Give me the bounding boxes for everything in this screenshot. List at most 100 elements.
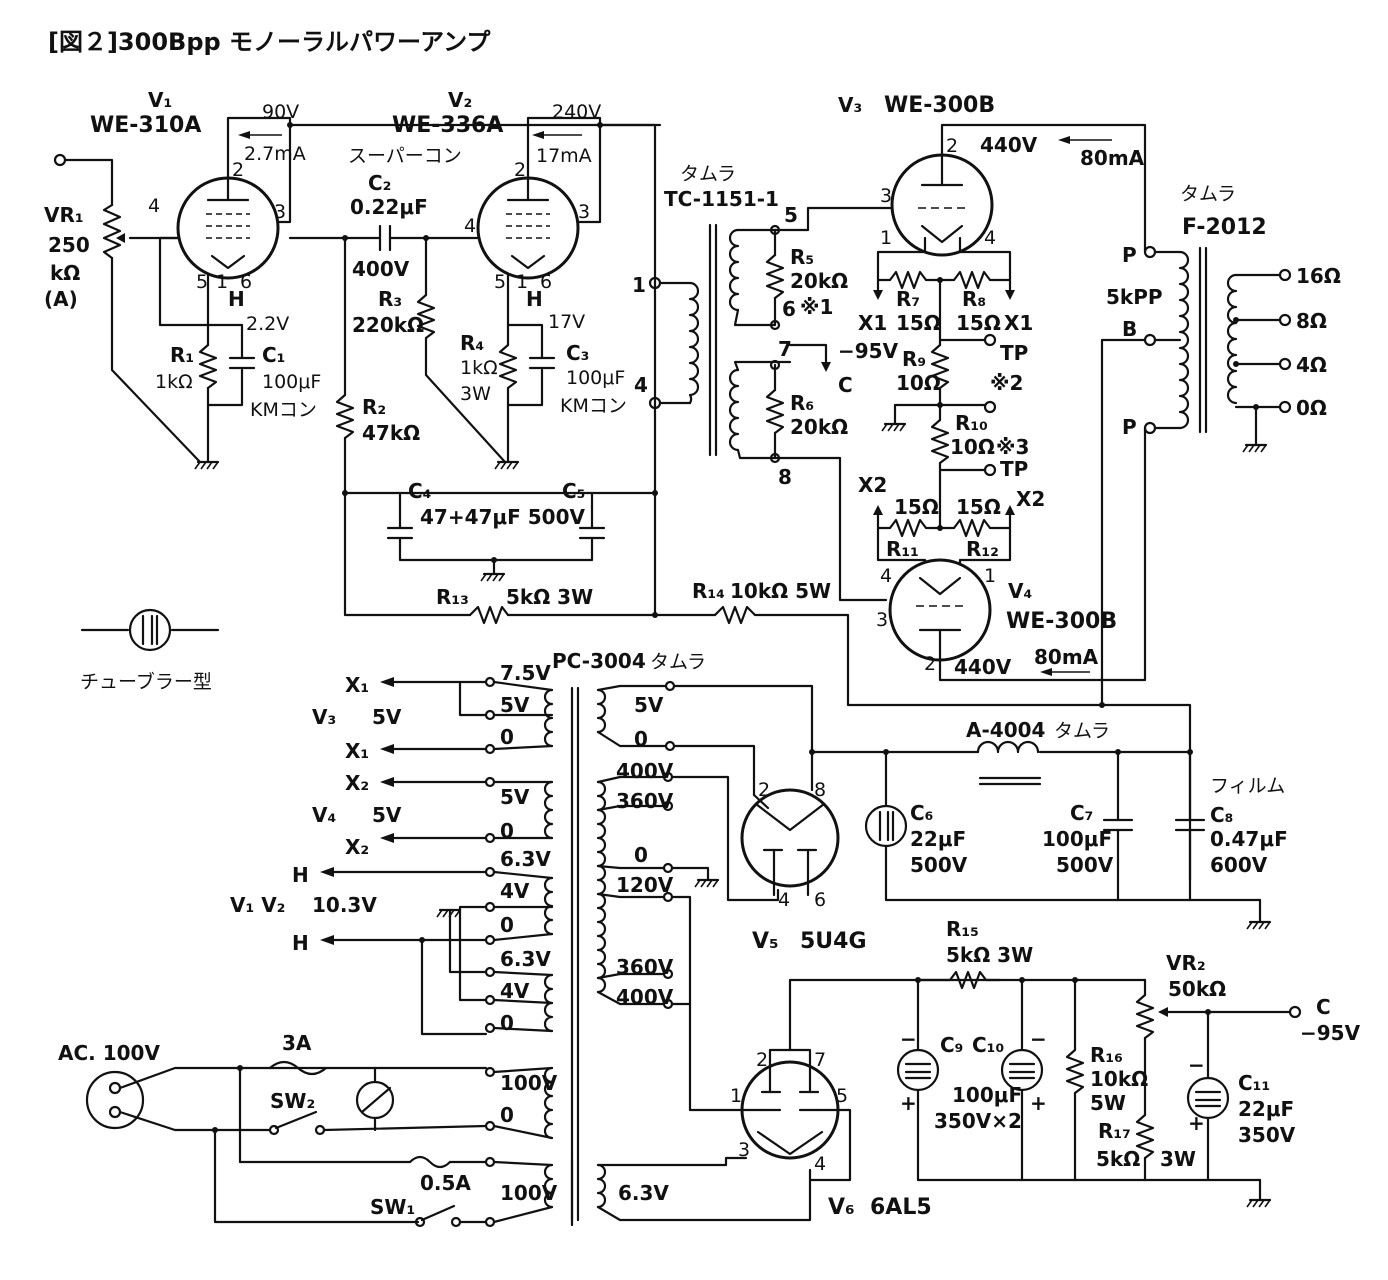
svg-text:R₇: R₇ [896,287,920,311]
svg-text:5V: 5V [634,693,664,717]
svg-text:47+47μF 500V: 47+47μF 500V [420,505,586,529]
svg-text:4: 4 [778,889,790,911]
svg-text:0.47μF: 0.47μF [1210,827,1288,851]
svg-text:−: − [1188,1053,1205,1077]
svg-text:22μF: 22μF [1238,1097,1294,1121]
svg-text:2: 2 [924,653,936,675]
svg-text:5kPP: 5kPP [1106,285,1163,309]
svg-text:X2: X2 [1016,487,1045,511]
svg-text:V₂: V₂ [448,88,472,112]
svg-text:5: 5 [494,271,506,293]
svg-text:500V: 500V [910,853,968,877]
svg-text:R₁₀: R₁₀ [955,411,988,435]
svg-text:500V: 500V [1056,853,1114,877]
svg-text:1: 1 [632,273,646,297]
svg-text:16Ω: 16Ω [1296,264,1341,288]
svg-text:X1: X1 [858,311,887,335]
svg-text:WE-300B: WE-300B [1006,609,1117,634]
svg-text:R₄: R₄ [460,331,484,355]
svg-text:600V: 600V [1210,853,1268,877]
svg-text:2: 2 [946,135,958,157]
svg-text:1kΩ: 1kΩ [155,371,193,393]
vr1-unit: kΩ [50,261,80,285]
svg-text:6: 6 [814,889,826,911]
v1-stage: V₁ WE-310A VR₁ 250 kΩ (A) 4 2 3 5 1 6 H … [44,88,662,471]
svg-text:0: 0 [500,913,514,937]
svg-text:PC-3004: PC-3004 [552,649,646,673]
svg-text:※3: ※3 [996,435,1029,459]
svg-text:5: 5 [196,271,208,293]
svg-text:TP: TP [1000,341,1028,365]
svg-text:※1: ※1 [800,295,833,319]
svg-text:X₂: X₂ [345,771,369,795]
svg-text:C₉: C₉ [940,1033,963,1057]
svg-text:6.3V: 6.3V [618,1181,669,1205]
svg-text:80mA: 80mA [1080,146,1145,170]
v1-id: V₁ [148,88,172,112]
svg-text:360V: 360V [616,955,674,979]
svg-text:R₁₇: R₁₇ [1098,1119,1131,1143]
vr1-taper: (A) [44,287,78,311]
svg-text:20kΩ: 20kΩ [790,415,848,439]
svg-text:WE-300B: WE-300B [884,93,995,118]
svg-text:R₃: R₃ [378,287,402,311]
svg-text:5: 5 [784,203,798,227]
svg-text:0.22μF: 0.22μF [350,195,428,219]
svg-text:2: 2 [232,159,244,181]
svg-text:X₁: X₁ [345,739,369,763]
svg-text:10kΩ 5W: 10kΩ 5W [730,579,831,603]
svg-text:120V: 120V [616,873,674,897]
coupling-network: スーパーコン C₂ 0.22μF 400V R₃ 220kΩ R₂ 47kΩ [288,145,507,617]
svg-text:V₃: V₃ [312,705,336,729]
svg-text:17mA: 17mA [536,145,592,167]
svg-text:1: 1 [730,1085,742,1107]
v1-current: 2.7mA [244,143,306,165]
input-terminal [53,153,67,167]
svg-text:0: 0 [500,1011,514,1035]
svg-text:0: 0 [500,1103,514,1127]
svg-text:100V: 100V [500,1181,558,1205]
svg-text:C₁₀: C₁₀ [972,1033,1004,1057]
svg-text:V₆: V₆ [828,1195,855,1220]
svg-text:+: + [1188,1111,1205,1135]
svg-text:3: 3 [880,185,892,207]
svg-text:440V: 440V [980,133,1038,157]
svg-text:6.3V: 6.3V [500,847,551,871]
svg-text:10.3V: 10.3V [312,893,377,917]
svg-text:3W: 3W [1160,1147,1196,1171]
svg-text:H: H [228,287,245,311]
svg-text:4: 4 [814,1153,826,1175]
svg-text:−: − [1030,1027,1047,1051]
svg-text:C₁₁: C₁₁ [1238,1071,1270,1095]
svg-text:22μF: 22μF [910,827,966,851]
svg-text:15Ω: 15Ω [896,311,941,335]
svg-text:H: H [292,863,309,887]
svg-text:C₆: C₆ [910,801,933,825]
svg-text:X₁: X₁ [345,673,369,697]
svg-text:6.3V: 6.3V [500,947,551,971]
svg-text:4: 4 [464,215,476,237]
svg-text:C: C [838,373,853,397]
svg-text:5V: 5V [372,803,402,827]
vr1-name: VR₁ [44,203,84,227]
svg-text:WE-336A: WE-336A [392,113,503,138]
svg-text:KMコン: KMコン [250,399,317,421]
svg-text:10Ω: 10Ω [896,371,941,395]
bias-supply: 2 7 1 5 3 4 V₆ 6AL5 R₁₅ 5kΩ 3W − + − + C… [730,917,1361,1220]
svg-text:AC. 100V: AC. 100V [58,1041,160,1065]
v2-stage: V₂ WE-336A 4 2 3 5 1 6 H 240V 17mA 17V R… [392,88,657,471]
svg-text:R₁₆: R₁₆ [1090,1043,1123,1067]
svg-text:R₈: R₈ [962,287,986,311]
svg-text:100μF: 100μF [262,371,321,393]
capacitor-legend: チューブラー型 [80,608,220,693]
v1-cathode-voltage: 2.2V [246,313,289,335]
svg-text:80mA: 80mA [1034,645,1099,669]
svg-text:5: 5 [836,1085,848,1107]
svg-text:6: 6 [240,271,252,293]
svg-text:タムラ: タムラ [680,163,736,185]
svg-text:P: P [1122,243,1137,267]
svg-text:P: P [1122,415,1137,439]
svg-text:100V: 100V [500,1071,558,1095]
svg-text:1: 1 [216,271,228,293]
